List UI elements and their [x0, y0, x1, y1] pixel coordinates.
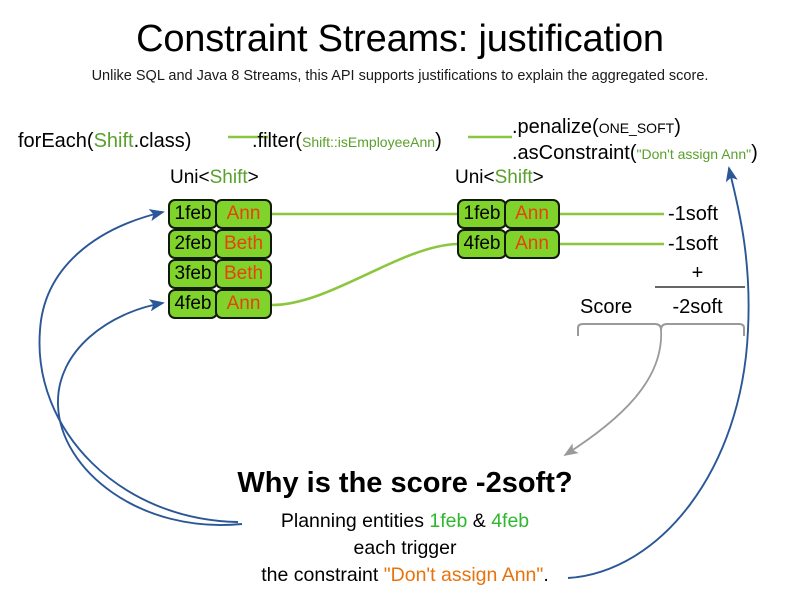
shift-date: 4feb	[457, 229, 507, 259]
impact-value-2: -1soft	[668, 233, 719, 255]
uni-right-suffix: >	[532, 167, 544, 188]
code-foreach-call: forEach(	[18, 130, 94, 152]
uni-left-suffix: >	[247, 167, 259, 188]
table-row[interactable]: 1feb Ann	[168, 199, 272, 229]
explanation-line-3: the constraint "Don't assign Ann".	[180, 564, 630, 587]
stream-link-4feb	[271, 242, 458, 307]
uni-left-prefix: Uni<	[170, 167, 210, 188]
shift-date: 1feb	[457, 199, 507, 229]
uni-label-right: Uni<Shift>	[455, 167, 544, 189]
code-filter: .filter(Shift::isEmployeeAnn)	[252, 130, 442, 153]
code-penalize-arg: ONE_SOFT	[598, 120, 675, 136]
shift-date: 1feb	[168, 199, 218, 229]
table-row[interactable]: 2feb Beth	[168, 229, 272, 259]
code-penalize-tail: )	[674, 116, 681, 138]
table-row[interactable]: 4feb Ann	[457, 229, 560, 259]
shift-employee: Beth	[215, 229, 272, 259]
shift-employee: Ann	[215, 289, 272, 319]
table-row[interactable]: 4feb Ann	[168, 289, 272, 319]
code-foreach: forEach(Shift.class)	[18, 130, 191, 153]
score-total: -2soft	[672, 296, 723, 318]
shift-date: 4feb	[168, 289, 218, 319]
code-penalize: .penalize(ONE_SOFT)	[512, 116, 681, 139]
impact-value-1: -1soft	[668, 203, 719, 225]
brace-to-explanation-arrow	[563, 329, 662, 456]
uni-right-prefix: Uni<	[455, 167, 495, 188]
explanation-constraint-name: "Don't assign Ann"	[383, 564, 544, 586]
code-asconstraint-tail: )	[751, 142, 758, 164]
uni-label-left: Uni<Shift>	[170, 167, 259, 189]
table-row[interactable]: 3feb Beth	[168, 259, 272, 289]
shift-date: 3feb	[168, 259, 218, 289]
explanation-line-1-prefix: Planning entities	[280, 510, 430, 532]
sum-operator: +	[691, 262, 704, 284]
code-foreach-tail: .class)	[133, 130, 192, 152]
page-subtitle: Unlike SQL and Java 8 Streams, this API …	[91, 68, 709, 84]
code-foreach-type: Shift	[93, 130, 134, 152]
code-filter-arg: Shift::isEmployeeAnn	[302, 134, 436, 150]
explanation-entity-b: 4feb	[491, 510, 530, 532]
shift-employee: Ann	[504, 229, 560, 259]
shift-employee: Ann	[504, 199, 560, 229]
explanation-line-3-suffix: .	[543, 564, 549, 586]
uni-right-generic: Shift	[494, 167, 533, 188]
code-penalize-call: .penalize(	[512, 116, 599, 138]
table-row[interactable]: 1feb Ann	[457, 199, 560, 229]
code-asconstraint: .asConstraint("Don't assign Ann")	[512, 142, 758, 165]
explanation-line-1: Planning entities 1feb & 4feb	[180, 510, 630, 533]
explanation-entity-a: 1feb	[429, 510, 468, 532]
explanation-line-1-amp: &	[467, 510, 492, 532]
explanation-line-2: each trigger	[353, 537, 457, 559]
shift-date: 2feb	[168, 229, 218, 259]
code-asconstraint-call: .asConstraint(	[512, 142, 637, 164]
code-asconstraint-arg: "Don't assign Ann"	[636, 146, 752, 162]
explanation-heading: Why is the score -2soft?	[237, 467, 573, 499]
explanation-line-3-prefix: the constraint	[261, 564, 384, 586]
sum-divider	[655, 286, 745, 288]
code-filter-tail: )	[435, 130, 442, 152]
shift-employee: Ann	[215, 199, 272, 229]
score-label: Score	[580, 296, 633, 318]
shift-employee: Beth	[215, 259, 272, 289]
score-brace	[577, 323, 745, 336]
code-filter-call: .filter(	[252, 130, 302, 152]
page-title: Constraint Streams: justification	[136, 18, 664, 60]
uni-left-generic: Shift	[209, 167, 248, 188]
